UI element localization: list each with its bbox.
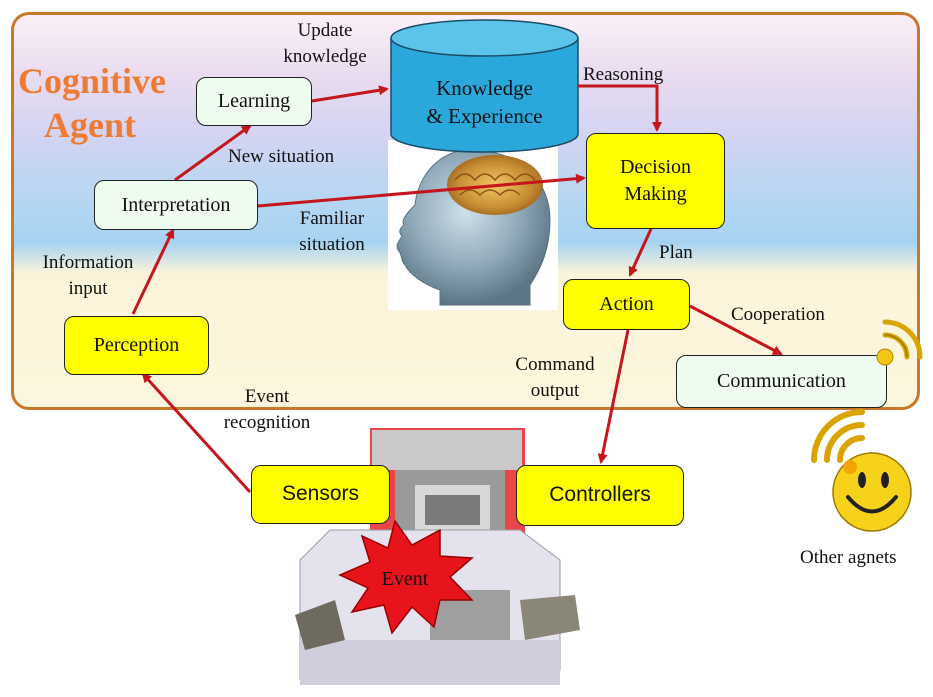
information-input-label: Information input	[20, 250, 156, 301]
new-situation-label: New situation	[228, 146, 335, 167]
title-line-1: Cognitive	[18, 61, 166, 101]
action-label: Action	[599, 293, 654, 315]
perception-box: Perception	[64, 316, 209, 375]
command-output-label: Command output	[496, 352, 614, 403]
event-recognition-line-2: recognition	[223, 411, 311, 433]
learning-label: Learning	[217, 90, 291, 112]
sensors-label: Sensors	[281, 482, 360, 506]
arrow-action-to-communication	[689, 304, 783, 356]
controllers-label: Controllers	[549, 483, 651, 507]
arrow-knowledge-to-decision	[578, 84, 662, 132]
cognitive-agent-title: Cognitive Agent	[18, 60, 166, 148]
learning-box: Learning	[196, 77, 312, 126]
action-box: Action	[563, 279, 690, 330]
arrow-interpretation-to-decision	[257, 173, 586, 208]
knowledge-line-2: & Experience	[426, 104, 543, 129]
arrow-perception-to-interpretation	[131, 228, 175, 315]
command-output-line-1: Command	[515, 354, 595, 375]
event-recognition-line-1: Event	[244, 386, 290, 407]
sensors-box: Sensors	[251, 465, 390, 524]
reasoning-label: Reasoning	[583, 64, 664, 85]
title-line-2: Agent	[44, 104, 136, 145]
controllers-box: Controllers	[516, 465, 684, 526]
interpretation-box: Interpretation	[94, 180, 258, 230]
knowledge-label: Knowledge & Experience	[391, 74, 578, 131]
arrow-action-to-controllers	[597, 329, 630, 464]
update-knowledge-line-2: knowledge	[283, 45, 367, 67]
familiar-situation-line-1: Familiar	[299, 208, 365, 229]
knowledge-line-1: Knowledge	[436, 76, 533, 100]
information-input-line-2: input	[68, 277, 108, 299]
arrow-interpretation-to-learning	[174, 124, 252, 182]
communication-box: Communication	[676, 355, 887, 408]
command-output-line-2: output	[530, 379, 580, 401]
arrow-decision-to-action	[628, 228, 653, 277]
update-knowledge-label: Update knowledge	[270, 18, 380, 69]
plan-label: Plan	[659, 242, 693, 263]
familiar-situation-line-2: situation	[299, 233, 365, 255]
decision-line-1: Decision	[619, 156, 692, 178]
event-recognition-label: Event recognition	[200, 384, 334, 435]
arrow-learning-to-knowledge	[311, 85, 389, 103]
familiar-situation-label: Familiar situation	[282, 206, 382, 257]
communication-label: Communication	[717, 370, 846, 392]
cooperation-label: Cooperation	[731, 304, 825, 325]
arrow-sensors-to-perception	[141, 372, 252, 494]
perception-label: Perception	[93, 334, 180, 356]
event-label: Event	[381, 568, 429, 590]
interpretation-label: Interpretation	[121, 193, 231, 216]
decision-making-box: Decision Making	[586, 133, 725, 229]
other-agents-label: Other agnets	[800, 547, 897, 568]
decision-line-2: Making	[624, 183, 687, 205]
update-knowledge-line-1: Update	[297, 20, 353, 41]
information-input-line-1: Information	[42, 252, 134, 273]
